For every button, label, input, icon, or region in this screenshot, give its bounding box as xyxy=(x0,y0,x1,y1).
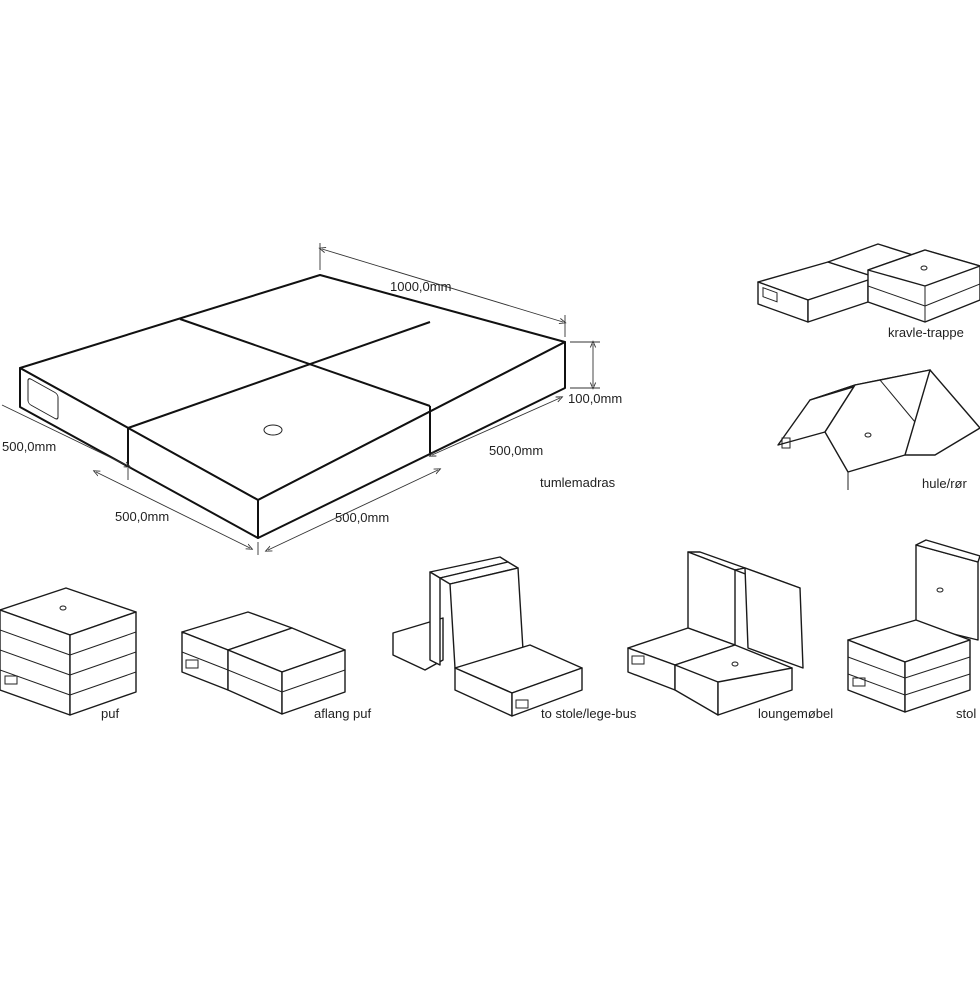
main-mat xyxy=(19,274,566,539)
dim-front-left-label: 500,0mm xyxy=(115,509,169,524)
label-stol: stol xyxy=(956,706,976,721)
config-to-stole xyxy=(392,556,583,717)
mat-divider-a xyxy=(179,318,431,407)
dim-left-side-label: 500,0mm xyxy=(2,439,56,454)
config-puf xyxy=(0,587,137,716)
label-kravle-trappe: kravle-trappe xyxy=(888,325,964,340)
label-puf: puf xyxy=(101,706,119,721)
label-aflang-puf: aflang puf xyxy=(314,706,371,721)
dim-front-right-label: 500,0mm xyxy=(335,510,389,525)
dim-length-label: 1000,0mm xyxy=(390,279,451,294)
config-stol xyxy=(847,539,980,713)
label-hule-ror: hule/rør xyxy=(922,476,967,491)
mat-divider-b xyxy=(127,321,431,429)
config-loungemobel xyxy=(627,551,804,716)
label-loungemobel: loungemøbel xyxy=(758,706,833,721)
config-aflang-puf xyxy=(181,611,346,715)
handle-icon xyxy=(27,378,59,420)
main-mat-label: tumlemadras xyxy=(540,475,616,490)
config-hule-ror xyxy=(777,369,980,490)
dim-right-side-label: 500,0mm xyxy=(489,443,543,458)
valve-icon xyxy=(263,424,283,436)
label-to-stole: to stole/lege-bus xyxy=(541,706,637,721)
dimension-lines xyxy=(1,243,600,555)
config-kravle-trappe xyxy=(757,243,980,323)
dim-height-label: 100,0mm xyxy=(568,391,622,406)
